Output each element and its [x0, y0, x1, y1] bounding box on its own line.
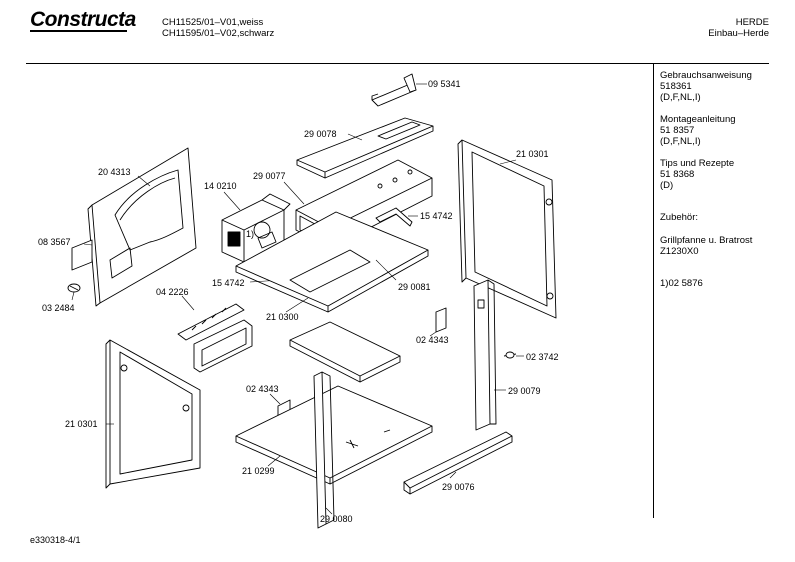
part-label: 14 0210 — [204, 181, 237, 191]
part-label: 09 5341 — [428, 79, 461, 89]
doc-lang: (D,F,NL,I) — [660, 92, 701, 103]
leader-032484 — [71, 291, 75, 301]
part-bracket-024343-right — [435, 307, 447, 333]
model-line-2: CH11595/01–V02,schwarz — [162, 28, 275, 39]
part-label: 29 0078 — [304, 129, 337, 139]
part-tray — [289, 321, 401, 383]
part-label: 02 4343 — [246, 384, 279, 394]
leader-083567 — [83, 243, 93, 246]
part-label: 02 4343 — [416, 335, 449, 345]
doc-manual: Gebrauchsanweisung 518361 (D,F,NL,I) — [660, 70, 752, 103]
part-label: 08 3567 — [38, 237, 71, 247]
part-floor-210300 — [235, 211, 429, 313]
part-label: 20 4313 — [98, 167, 131, 177]
brand-logo: Constructa — [30, 8, 136, 31]
accessory-number: Z1230X0 — [660, 246, 699, 257]
leader-290081 — [375, 259, 397, 281]
part-fan-motor-140210 — [221, 193, 291, 263]
leader-290078 — [347, 133, 363, 141]
doc-title: Montageanleitung — [660, 114, 736, 125]
part-label: 21 0301 — [516, 149, 549, 159]
part-label: 15 4742 — [420, 211, 453, 221]
leader-290077 — [283, 181, 305, 205]
part-note-1 — [257, 231, 277, 249]
part-handle-154742-right — [375, 207, 413, 227]
part-base-210299 — [235, 385, 433, 485]
part-side-panel-210301-right — [457, 139, 557, 319]
part-trim-290076 — [403, 431, 513, 495]
part-screw-023742 — [503, 351, 517, 359]
part-cover-290078 — [296, 117, 434, 179]
logo-underline — [30, 30, 127, 32]
part-label: 02 3742 — [526, 352, 559, 362]
part-label: 29 0079 — [508, 386, 541, 396]
part-label: 29 0080 — [320, 514, 353, 524]
leader-024343-left — [269, 393, 281, 405]
leader-140210 — [223, 191, 241, 211]
leader-210300 — [285, 297, 309, 313]
footnote: 1)02 5876 — [660, 278, 703, 289]
doc-number: 51 8368 — [660, 169, 695, 180]
doc-lang: (D,F,NL,I) — [660, 136, 701, 147]
accessories-title: Zubehör: — [660, 212, 699, 223]
category-line-2: Einbau–Herde — [708, 28, 769, 39]
part-label: 15 4742 — [212, 278, 245, 288]
part-side-panel-210301-left — [105, 339, 201, 489]
leader-024343-right — [429, 331, 437, 337]
part-label: 29 0081 — [398, 282, 431, 292]
header-rule — [26, 63, 769, 64]
leader-290080 — [325, 507, 333, 515]
model-info: CH11525/01–V01,weiss CH11595/01–V02,schw… — [162, 17, 274, 39]
accessory-item: Grillpfanne u. Bratrost Z1230X0 — [660, 235, 752, 257]
drawing-id: e330318-4/1 — [30, 535, 81, 545]
sidebar-divider — [653, 64, 654, 518]
leader-042226 — [181, 295, 195, 311]
part-label: 21 0301 — [65, 419, 98, 429]
part-rear-panel-204313 — [87, 147, 197, 307]
category-info: HERDE Einbau–Herde — [708, 17, 769, 39]
part-label: 03 2484 — [42, 303, 75, 313]
doc-installation: Montageanleitung 51 8357 (D,F,NL,I) — [660, 114, 736, 147]
leader-210299 — [267, 455, 281, 467]
doc-title: Tips und Rezepte — [660, 158, 735, 169]
doc-recipes: Tips und Rezepte 51 8368 (D) — [660, 158, 734, 191]
part-element-042226 — [177, 303, 253, 373]
leader-210301-top — [499, 159, 517, 165]
part-screw-032484 — [67, 283, 81, 293]
part-label: 29 0077 — [253, 171, 286, 181]
part-label: 29 0076 — [442, 482, 475, 492]
doc-lang: (D) — [660, 180, 674, 191]
doc-number: 51 8357 — [660, 125, 695, 136]
doc-number: 518361 — [660, 81, 692, 92]
model-line-1: CH11525/01–V01,weiss — [162, 17, 264, 28]
part-upright-290079 — [473, 279, 497, 431]
leader-204313 — [137, 175, 151, 187]
leader-290076 — [449, 471, 457, 479]
part-clip-083567 — [71, 239, 93, 271]
part-bracket-095341 — [371, 73, 417, 107]
part-label: 21 0300 — [266, 312, 299, 322]
part-label: 1) — [246, 229, 255, 239]
part-label: 04 2226 — [156, 287, 189, 297]
accessory-name: Grillpfanne u. Bratrost — [660, 235, 753, 246]
category-line-1: HERDE — [735, 17, 769, 28]
doc-title: Gebrauchsanweisung — [660, 70, 752, 81]
part-upright-290080 — [313, 371, 335, 529]
part-label: 21 0299 — [242, 466, 275, 476]
